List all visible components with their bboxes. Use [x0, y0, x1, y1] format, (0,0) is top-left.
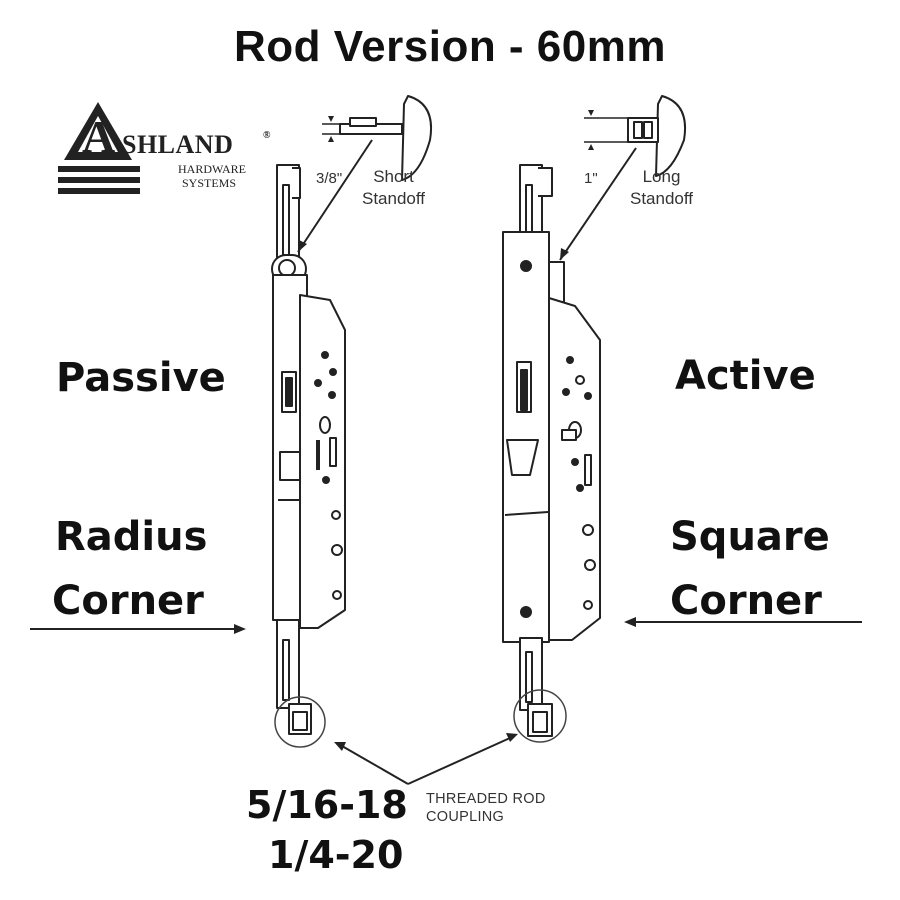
- long-standoff-dimension: 1": [584, 170, 598, 187]
- logo-name: SHLAND: [122, 130, 234, 159]
- logo-triangle-icon: [58, 102, 140, 194]
- threaded-rod-line2: COUPLING: [426, 809, 505, 825]
- ashland-logo: A SHLAND ® HARDWARE SYSTEMS: [58, 100, 278, 200]
- square-corner-label: Square Corner: [670, 505, 830, 633]
- page-title: Rod Version - 60mm: [233, 22, 666, 71]
- active-lock-drawing: [502, 164, 601, 743]
- radius-line1: Radius: [55, 514, 208, 560]
- threaded-rod-line1: THREADED ROD: [426, 791, 546, 807]
- active-label: Active: [675, 353, 816, 399]
- square-line2: Corner: [670, 578, 822, 624]
- short-standoff-label: Short Standoff: [362, 166, 425, 210]
- short-standoff-detail: [322, 95, 432, 181]
- logo-line3: SYSTEMS: [182, 176, 237, 190]
- short-standoff-line1: Short: [373, 167, 414, 186]
- square-line1: Square: [670, 514, 830, 560]
- thread-size-1: 5/16-18: [246, 783, 408, 827]
- logo-letter: A: [82, 111, 116, 162]
- long-standoff-detail: [584, 95, 686, 177]
- logo-line2: HARDWARE: [178, 162, 246, 176]
- long-standoff-label: Long Standoff: [630, 166, 693, 210]
- radius-line2: Corner: [52, 578, 204, 624]
- long-standoff-line2: Standoff: [630, 189, 694, 208]
- passive-label: Passive: [56, 355, 226, 401]
- short-standoff-dimension: 3/8": [316, 170, 343, 187]
- threaded-rod-label: THREADED ROD COUPLING: [426, 790, 546, 826]
- passive-lock-drawing: [271, 164, 346, 748]
- short-standoff-line2: Standoff: [362, 189, 426, 208]
- logo-registered: ®: [263, 130, 271, 141]
- thread-size-2: 1/4-20: [268, 833, 404, 877]
- radius-corner-label: Radius Corner: [52, 505, 207, 633]
- long-standoff-line1: Long: [642, 167, 681, 186]
